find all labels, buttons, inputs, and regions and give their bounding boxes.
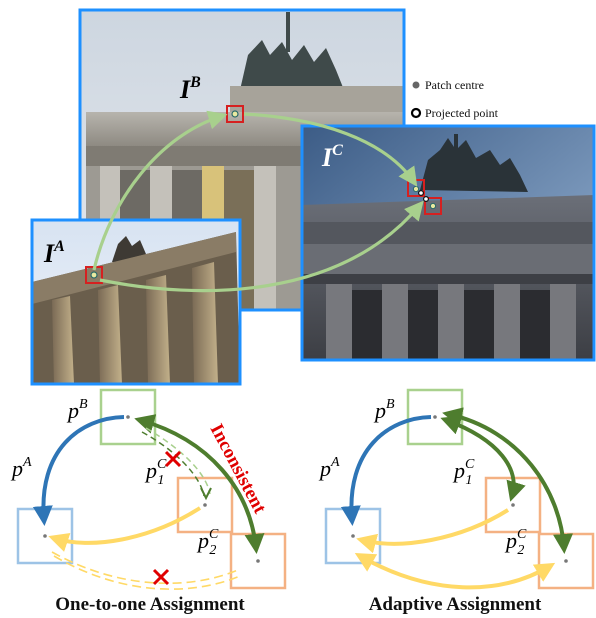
image-c-frame	[300, 124, 596, 362]
patch-centre-a	[90, 271, 98, 279]
patch-centre-icon	[412, 81, 420, 89]
image-c: IC	[300, 124, 596, 362]
arrow-p1-pa-right	[356, 508, 510, 554]
patch-centre-c1	[412, 185, 420, 193]
projected-point-c	[418, 190, 425, 197]
arrow-b-to-c	[243, 112, 418, 187]
legend-patch-centre: Patch centre	[425, 78, 484, 92]
projected-point-icon	[410, 107, 422, 119]
arrow-p1-pa-left	[48, 506, 202, 552]
legend: Patch centre Projected point	[410, 78, 499, 120]
image-a-label: IA	[43, 238, 65, 268]
patch-centre-c2	[429, 202, 437, 210]
caption-right: Adaptive Assignment	[369, 594, 542, 615]
patch-c2	[424, 197, 442, 215]
image-c-label: IC	[321, 142, 343, 172]
arrow-a-to-c	[99, 200, 424, 293]
label-pb-right: pB	[373, 397, 395, 423]
label-pa-left: pA	[10, 455, 32, 481]
projected-point-c2	[423, 196, 430, 203]
image-a-frame	[30, 218, 242, 386]
match-arrows	[92, 110, 424, 293]
patch-centre-b	[231, 110, 239, 118]
cross-bottom-left	[152, 568, 170, 586]
arrow-pb-p2-right	[442, 407, 574, 554]
image-b-label: IB	[179, 74, 201, 104]
cross-top-left	[164, 450, 182, 468]
caption-left: One-to-one Assignment	[55, 594, 245, 615]
arrow-pb-pa-left	[32, 415, 125, 526]
label-pb-left: pB	[66, 397, 88, 423]
label-pa-right: pA	[318, 455, 340, 481]
legend-projected-point: Projected point	[425, 106, 499, 120]
arrow-pa-p2-right	[354, 553, 556, 590]
arrow-a-to-b	[92, 110, 228, 271]
arrow-pb-pa-right	[340, 415, 432, 526]
dashed-pa-p2-left	[51, 551, 239, 585]
arrow-pb-p2-left	[134, 414, 265, 554]
image-a: IA	[30, 218, 242, 386]
